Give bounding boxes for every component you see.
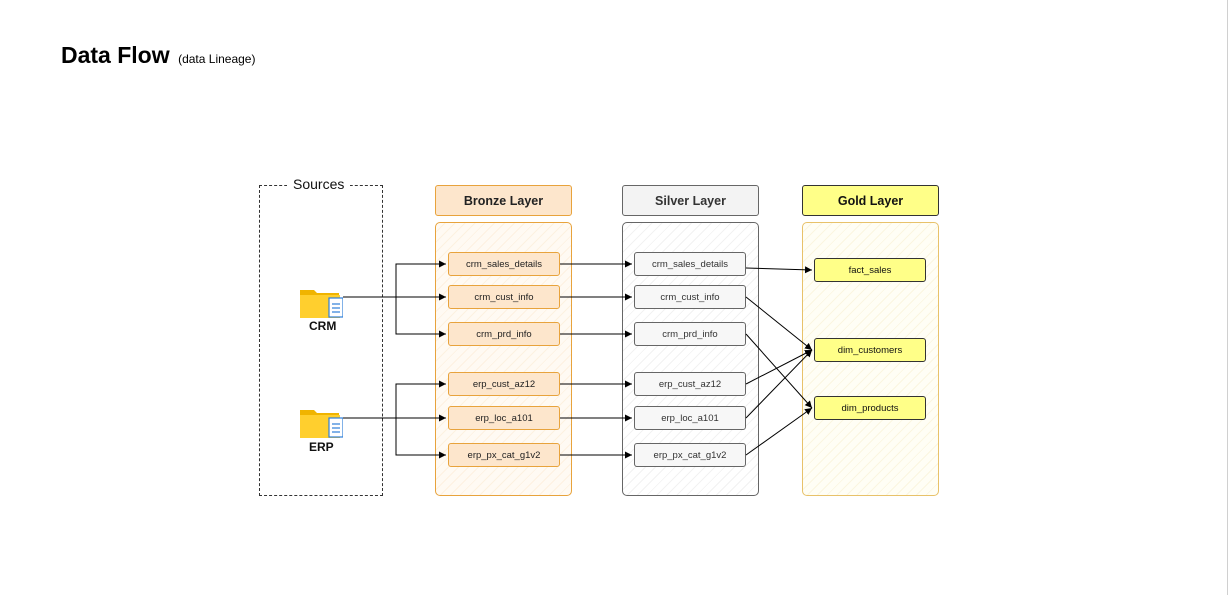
silver-table-node[interactable]: crm_sales_details: [634, 252, 746, 276]
silver-table-node[interactable]: erp_loc_a101: [634, 406, 746, 430]
bronze-table-node[interactable]: crm_sales_details: [448, 252, 560, 276]
sources-label: Sources: [287, 176, 351, 192]
silver-table-node[interactable]: crm_prd_info: [634, 322, 746, 346]
right-edge-rule: [1227, 0, 1228, 595]
gold-table-node[interactable]: dim_products: [814, 396, 926, 420]
bronze-table-node[interactable]: crm_prd_info: [448, 322, 560, 346]
bronze-table-node[interactable]: erp_loc_a101: [448, 406, 560, 430]
bronze-table-node[interactable]: crm_cust_info: [448, 285, 560, 309]
erp-label: ERP: [309, 440, 334, 454]
page-subtitle: (data Lineage): [178, 52, 256, 66]
gold-layer-header: Gold Layer: [802, 185, 939, 216]
silver-table-node[interactable]: crm_cust_info: [634, 285, 746, 309]
silver-table-node[interactable]: erp_px_cat_g1v2: [634, 443, 746, 467]
bronze-table-node[interactable]: erp_px_cat_g1v2: [448, 443, 560, 467]
gold-table-node[interactable]: fact_sales: [814, 258, 926, 282]
bronze-table-node[interactable]: erp_cust_az12: [448, 372, 560, 396]
erp-folder-icon[interactable]: [299, 406, 343, 440]
silver-table-node[interactable]: erp_cust_az12: [634, 372, 746, 396]
crm-label: CRM: [309, 319, 337, 333]
silver-layer-header: Silver Layer: [622, 185, 759, 216]
crm-folder-icon[interactable]: [299, 286, 343, 320]
bronze-layer-header: Bronze Layer: [435, 185, 572, 216]
gold-table-node[interactable]: dim_customers: [814, 338, 926, 362]
page-title: Data Flow: [61, 42, 170, 68]
page-header: Data Flow (data Lineage): [61, 42, 255, 69]
